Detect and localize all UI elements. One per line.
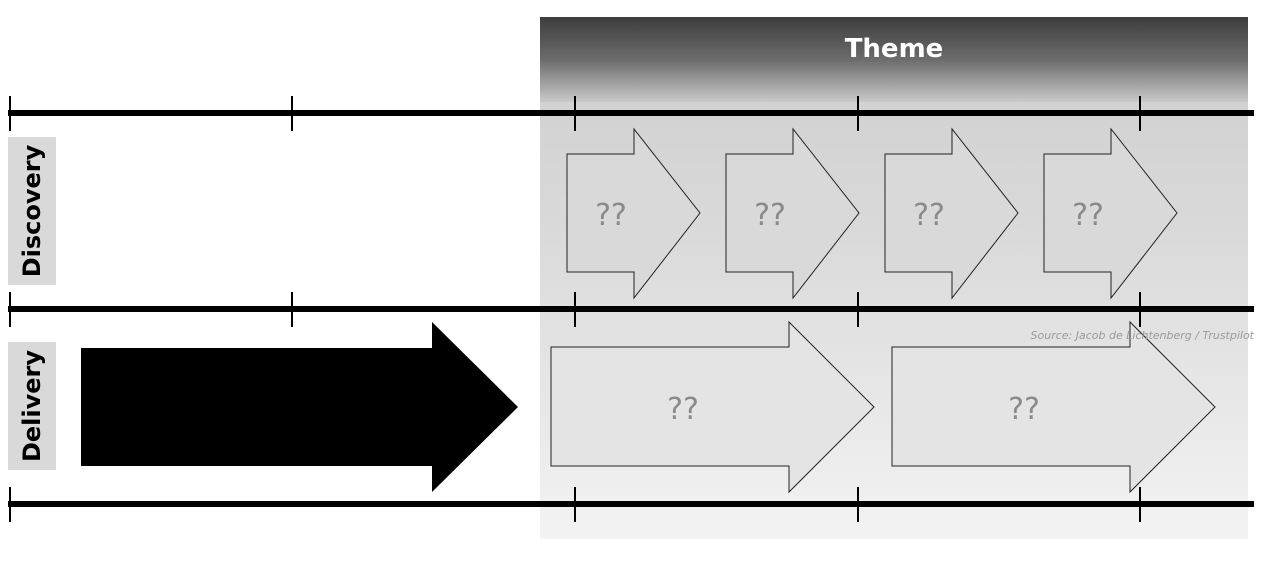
- discovery-lane-label: Discovery: [8, 137, 56, 285]
- timeline-ticks: [9, 96, 1141, 522]
- delivery-arrow-label: ??: [1008, 392, 1040, 427]
- delivery-arrow: ??: [891, 320, 1216, 494]
- delivery-arrow-label: ??: [667, 392, 699, 427]
- discovery-arrow: ??: [566, 127, 701, 300]
- discovery-arrow: ??: [725, 127, 860, 300]
- discovery-arrow: ??: [884, 127, 1019, 300]
- theme-title: Theme: [844, 34, 944, 64]
- delivery-arrow: ??: [550, 320, 875, 494]
- delivery-lane-label: Delivery: [8, 342, 56, 470]
- discovery-arrow: ??: [1043, 127, 1178, 300]
- discovery-arrow-label: ??: [1072, 198, 1104, 233]
- source-note: Source: Jacob de Lichtenberg / Trustpilo…: [1030, 329, 1254, 342]
- delivery-black-arrow: [81, 322, 518, 492]
- discovery-arrow-label: ??: [913, 198, 945, 233]
- discovery-arrow-label: ??: [754, 198, 786, 233]
- discovery-arrow-label: ??: [595, 198, 627, 233]
- theme-header: [540, 17, 1248, 102]
